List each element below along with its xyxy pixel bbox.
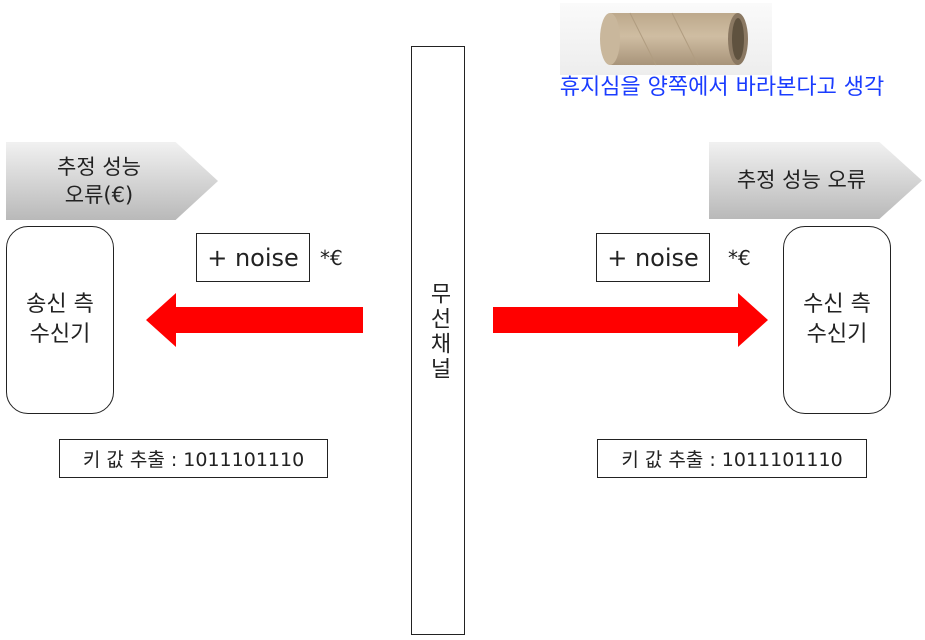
wireless-channel-box (411, 46, 465, 635)
box-label-line: 수신기 (29, 322, 91, 347)
key-extraction-box-left: 키 값 추출 : 1011101110 (59, 439, 328, 478)
estimation-label-text: 추정 성능 오류 (736, 168, 867, 193)
transmitter-side-receiver-box: 송신 측 수신기 (6, 226, 114, 414)
estimation-error-label-right: 추정 성능 오류 (709, 142, 922, 219)
estimation-label-line: 오류(€) (64, 183, 134, 207)
noise-box-right: + noise (596, 233, 710, 282)
right-arrow-icon (493, 293, 768, 347)
epsilon-label-left: *€ (320, 246, 343, 270)
estimation-label-line: 추정 성능 (57, 154, 141, 179)
caption-text: 휴지심을 양쪽에서 바라본다고 생각 (559, 75, 885, 100)
box-label-line: 수신 측 (803, 292, 871, 318)
receiver-side-receiver-box: 수신 측 수신기 (783, 226, 891, 414)
epsilon-label-right: *€ (728, 246, 751, 270)
wireless-channel-label: 무선채널 (426, 282, 451, 382)
key-extraction-box-right: 키 값 추출 : 1011101110 (597, 439, 867, 478)
paper-roll-tube-image (560, 3, 772, 75)
left-arrow-icon (146, 293, 363, 347)
box-label-line: 수신기 (806, 322, 868, 347)
noise-box-left: + noise (196, 233, 310, 282)
estimation-error-label-left: 추정 성능 오류(€) (6, 142, 218, 220)
box-label-line: 송신 측 (26, 292, 94, 318)
